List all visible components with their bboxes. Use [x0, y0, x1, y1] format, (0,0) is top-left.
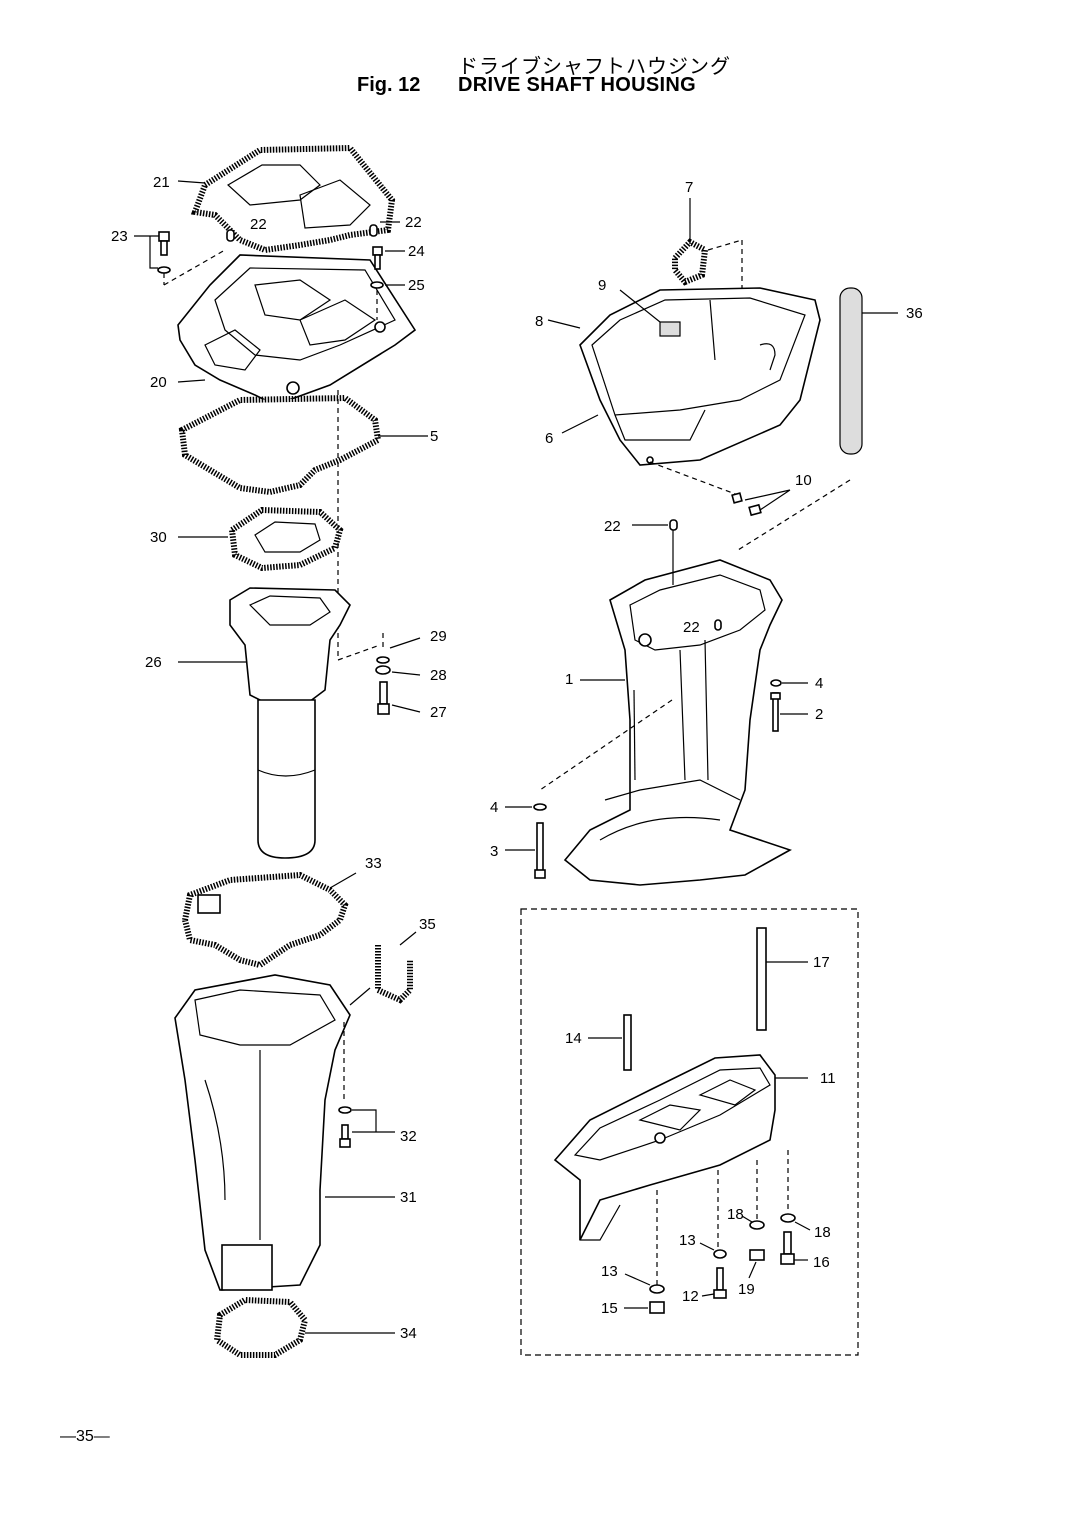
- part-7-grommet: [672, 198, 709, 286]
- part-17-stud: [756, 927, 808, 1031]
- callout-5: 5: [430, 428, 438, 445]
- part-24-bolt: [372, 246, 405, 270]
- part-26-exhaust-tube: [178, 587, 351, 859]
- callout-36: 36: [906, 305, 923, 322]
- callout-6: 6: [545, 430, 553, 447]
- callout-22: 22: [250, 216, 267, 233]
- part-19-nut: [748, 1249, 765, 1279]
- part-16-bolt: [780, 1231, 808, 1265]
- callout-23: 23: [111, 228, 128, 245]
- part-13-washer-lower: [624, 1273, 665, 1294]
- part-33-gasket: [181, 871, 357, 969]
- part-4-washer-left: [505, 803, 547, 811]
- callout-17: 17: [813, 954, 830, 971]
- part-21-top-gasket: [177, 144, 396, 254]
- part-20-adapter-plate: [177, 254, 417, 406]
- callout-14: 14: [565, 1030, 582, 1047]
- callout-24: 24: [408, 243, 425, 260]
- callout-8: 8: [535, 313, 543, 330]
- figure-number: Fig. 12: [357, 74, 421, 96]
- callout-12: 12: [682, 1288, 699, 1305]
- callout-26: 26: [145, 654, 162, 671]
- inset-box: [520, 908, 859, 1356]
- callout-16: 16: [813, 1254, 830, 1271]
- callout-2: 2: [815, 706, 823, 723]
- part-28-spring-washer: [375, 665, 421, 676]
- part-29-washer: [376, 633, 421, 664]
- part-27-bolt: [377, 681, 421, 715]
- callout-27: 27: [430, 704, 447, 721]
- part-10-bolts: [649, 461, 791, 517]
- diagram-title: DRIVE SHAFT HOUSING: [458, 74, 696, 96]
- callout-18: 18: [814, 1224, 831, 1241]
- part-25-washer: [370, 281, 405, 320]
- callout-3: 3: [490, 843, 498, 860]
- part-15-nut: [624, 1301, 665, 1314]
- part-23-bolt: [134, 231, 226, 286]
- part-18-washer-left: [741, 1215, 765, 1230]
- callout-4: 4: [815, 675, 823, 692]
- callout-4: 4: [490, 799, 498, 816]
- part-3-bolt: [505, 822, 546, 879]
- part-22-pin-upper: [632, 519, 678, 585]
- callout-34: 34: [400, 1325, 417, 1342]
- part-31-lower-housing: [174, 974, 395, 1291]
- part-6-apron-pan: [547, 287, 821, 466]
- callout-31: 31: [400, 1189, 417, 1206]
- callout-10: 10: [795, 472, 812, 489]
- part-22-dowel-pin: [226, 229, 235, 242]
- callout-22: 22: [683, 619, 700, 636]
- page-number: —35—: [60, 1428, 110, 1445]
- callout-15: 15: [601, 1300, 618, 1317]
- callout-32: 32: [400, 1128, 417, 1145]
- callout-30: 30: [150, 529, 167, 546]
- part-34-gasket: [213, 1296, 395, 1358]
- callout-35: 35: [419, 916, 436, 933]
- callout-19: 19: [738, 1281, 755, 1298]
- part-30-gasket: [178, 506, 344, 572]
- diagram-title-japanese: ドライブシャフトハウジング: [458, 54, 731, 78]
- part-12-bolt: [701, 1267, 727, 1299]
- part-22-pin-lower: [714, 619, 722, 631]
- part-4-washer-right: [770, 679, 808, 687]
- part-22-dowel-pin-right: [369, 221, 400, 237]
- part-32-bolt-washer: [338, 1022, 395, 1148]
- part-36-tube: [737, 287, 898, 551]
- part-14-stud: [588, 1014, 632, 1071]
- part-1-drive-shaft-housing: [539, 559, 792, 886]
- callout-7: 7: [685, 179, 693, 196]
- callout-22: 22: [604, 518, 621, 535]
- part-5-gasket: [178, 394, 428, 496]
- callout-25: 25: [408, 277, 425, 294]
- callout-20: 20: [150, 374, 167, 391]
- callout-1: 1: [565, 671, 573, 688]
- callout-13: 13: [679, 1232, 696, 1249]
- callout-33: 33: [365, 855, 382, 872]
- callout-11: 11: [820, 1070, 836, 1087]
- callout-22: 22: [405, 214, 422, 231]
- callout-28: 28: [430, 667, 447, 684]
- callout-9: 9: [598, 277, 606, 294]
- part-18-washer-right: [780, 1213, 811, 1231]
- part-2-bolt: [770, 692, 808, 732]
- callout-18: 18: [727, 1206, 744, 1223]
- part-13-washer-upper: [699, 1242, 727, 1259]
- callout-29: 29: [430, 628, 447, 645]
- callout-13: 13: [601, 1263, 618, 1280]
- part-35-bracket: [375, 931, 417, 1004]
- callout-21: 21: [153, 174, 170, 191]
- part-11-spacer: [553, 1054, 808, 1241]
